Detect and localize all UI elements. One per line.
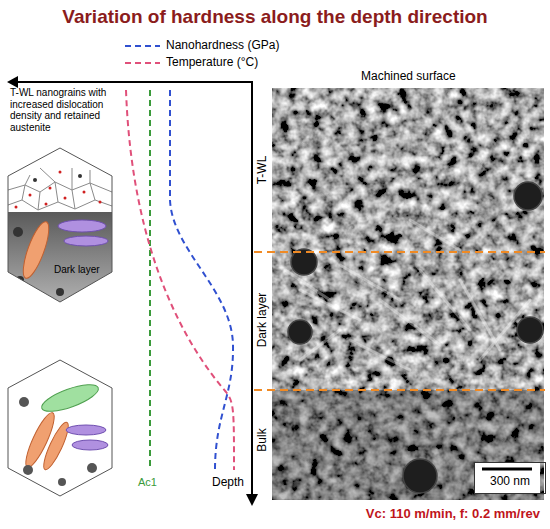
zone-label: Dark layer (256, 293, 270, 348)
legend-text: Temperature (°C) (166, 56, 258, 70)
surface-label: Machined surface (361, 70, 456, 84)
cutting-conditions: Vc: 110 m/min, f: 0.2 mm/rev (366, 507, 540, 522)
title: Variation of hardness along the depth di… (0, 6, 550, 28)
scale-bar-node: 300 nm (474, 462, 546, 494)
legend-line (125, 45, 160, 47)
temperature-curve (126, 90, 234, 470)
hardness-curve (170, 90, 233, 470)
zone-label: T-WL (256, 156, 270, 185)
layer-label: Dark layer (54, 264, 100, 276)
legend-text: Nanohardness (GPa) (166, 39, 279, 53)
ac1-line (149, 90, 151, 468)
tem-micrograph (272, 88, 544, 500)
zone-label: Bulk (256, 428, 270, 451)
scale-bar (482, 468, 532, 471)
scale-bar-label: 300 nm (475, 475, 545, 489)
zone-boundary (254, 252, 545, 390)
ac1-label: Ac1 (138, 476, 157, 489)
microstructure-node: T-WL nanograins with increased dislocati… (4, 85, 116, 305)
microstructure-hexagon (8, 360, 112, 496)
axes (7, 76, 258, 506)
legend-line (125, 62, 160, 64)
microstructure-hexagon (8, 148, 112, 302)
axis-label: Depth (212, 476, 244, 490)
annotation-text: T-WL nanograins with increased dislocati… (10, 87, 116, 133)
